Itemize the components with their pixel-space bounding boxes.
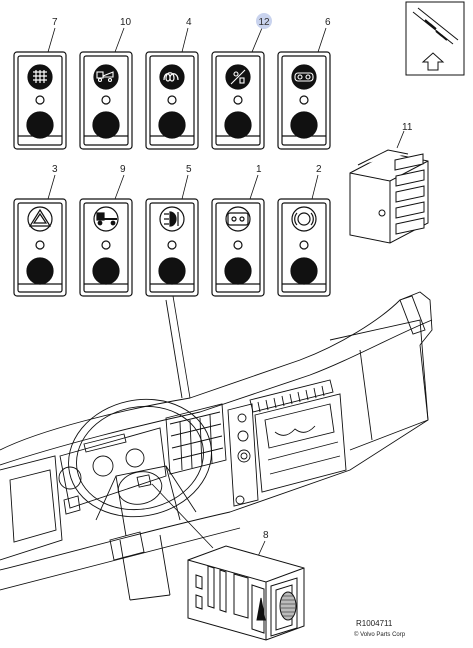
copyright-text: © Volvo Parts Corp (354, 631, 406, 638)
reference-number: R1004711 (356, 619, 393, 628)
fog-light-icon (164, 211, 179, 227)
switch-3 (13, 198, 67, 297)
switch-1 (211, 198, 265, 297)
switch-row-bottom (13, 198, 331, 297)
switch-2 (277, 198, 331, 297)
callout-12-highlight (256, 13, 272, 29)
callout-10: 10 (120, 17, 132, 28)
axle-lift-icon (227, 212, 249, 226)
switch-10 (79, 51, 133, 150)
callout-3: 3 (52, 164, 58, 175)
switch-12 (211, 51, 265, 150)
callout-1: 1 (256, 164, 262, 175)
up-arrow-icon (421, 52, 445, 71)
callout-6: 6 (325, 17, 331, 28)
callout-4: 4 (186, 17, 192, 28)
dashboard (0, 291, 433, 601)
callout-2: 2 (316, 164, 322, 175)
rocker-switch-11 (349, 149, 429, 244)
hazard-warning-icon (28, 208, 52, 227)
orientation-inset (405, 1, 465, 76)
truck-tipper-icon (96, 71, 114, 83)
switch-9 (79, 198, 133, 297)
callout-8: 8 (263, 530, 269, 541)
switch-5 (145, 198, 199, 297)
switch-row-top (13, 51, 331, 150)
rear-window-defrost-icon (33, 70, 47, 83)
light-dimmer-switch-8 (187, 545, 305, 641)
differential-lock-icon (230, 69, 246, 85)
callout-12: 12 (258, 17, 270, 28)
switch-4 (145, 51, 199, 150)
callout-7: 7 (52, 17, 58, 28)
triangle-marker-icon (256, 597, 266, 621)
spiral-heater-icon (163, 72, 179, 82)
callout-9: 9 (120, 164, 126, 175)
thumbwheel-icon (279, 591, 297, 621)
callout-5: 5 (186, 164, 192, 175)
switch-6 (277, 51, 331, 150)
switch-7 (13, 51, 67, 150)
brake-warning-icon (294, 212, 314, 226)
trailer-coupling-icon (294, 72, 314, 82)
truck-work-light-icon (96, 212, 117, 226)
callout-11: 11 (402, 122, 413, 133)
